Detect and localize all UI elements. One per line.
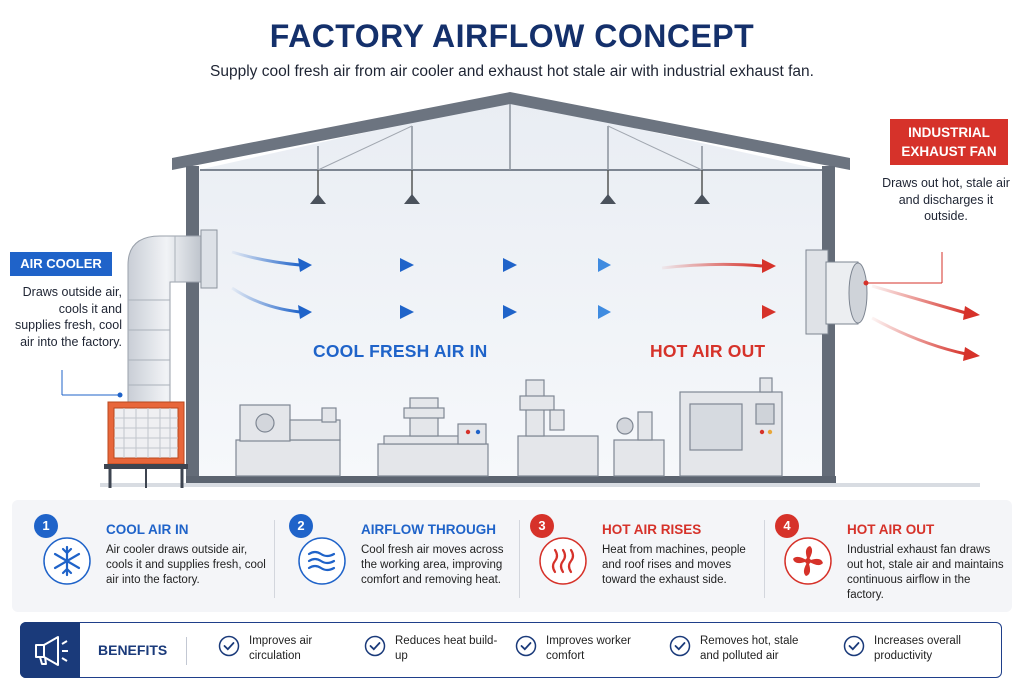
- step-number: 1: [34, 514, 58, 538]
- wind-waves-icon: [298, 537, 346, 585]
- step-cool-air-in: 1 COOL AIR IN Air cooler draws outside a…: [34, 500, 266, 612]
- check-circle-icon: [669, 635, 691, 657]
- exhaust-fan-tag-line2: EXHAUST FAN: [901, 144, 997, 159]
- benefits-bar: BENEFITS Improves air circulation Reduce…: [20, 622, 1002, 678]
- divider: [519, 520, 520, 598]
- factory-machines: [235, 377, 783, 477]
- exhaust-fan-unit: [805, 249, 868, 335]
- step-text: Industrial exhaust fan draws out hot, st…: [847, 544, 1004, 601]
- exhaust-fan-tag-line1: INDUSTRIAL: [908, 125, 990, 140]
- air-cooler-tag: AIR COOLER: [10, 252, 112, 276]
- step-text: Air cooler draws outside air, cools it a…: [106, 544, 266, 586]
- step-title: HOT AIR OUT: [847, 522, 935, 537]
- page-subtitle: Supply cool fresh air from air cooler an…: [210, 63, 814, 80]
- divider: [764, 520, 765, 598]
- benefit-text: Increases overall productivity: [874, 635, 961, 662]
- hot-air-label: HOT AIR OUT: [650, 341, 766, 361]
- check-circle-icon: [843, 635, 865, 657]
- fan-icon: [784, 537, 832, 585]
- step-hot-air-rises: 3 HOT AIR RISES Heat from machines, peop…: [530, 500, 760, 612]
- benefit-text: Improves worker comfort: [546, 635, 631, 662]
- ceiling-lamps: [310, 170, 710, 204]
- divider: [186, 637, 187, 665]
- check-circle-icon: [218, 635, 240, 657]
- step-title: HOT AIR RISES: [602, 522, 702, 537]
- step-airflow-through: 2 AIRFLOW THROUGH Cool fresh air moves a…: [289, 500, 519, 612]
- step-title: COOL AIR IN: [106, 522, 189, 537]
- callout-leaders-red: [863, 252, 943, 286]
- step-number: 2: [289, 514, 313, 538]
- step-title: AIRFLOW THROUGH: [361, 522, 496, 537]
- exhaust-fan-tag: INDUSTRIAL EXHAUST FAN: [890, 119, 1008, 165]
- benefits-label: BENEFITS: [98, 642, 168, 658]
- airflow-arrows: [231, 250, 980, 361]
- snowflake-icon: [43, 537, 91, 585]
- heat-waves-icon: [539, 537, 587, 585]
- check-circle-icon: [364, 635, 386, 657]
- exhaust-fan-description: Draws out hot, stale air and discharges …: [882, 176, 1010, 223]
- check-circle-icon: [515, 635, 537, 657]
- page-title: FACTORY AIRFLOW CONCEPT: [269, 18, 755, 54]
- step-number: 4: [775, 514, 799, 538]
- factory-scene: [61, 92, 980, 488]
- callout-leaders: [61, 370, 123, 398]
- megaphone-icon-box: [20, 622, 80, 678]
- step-text: Heat from machines, people and roof rise…: [602, 544, 746, 586]
- cool-air-label: COOL FRESH AIR IN: [313, 341, 488, 361]
- benefit-text: Improves air circulation: [249, 635, 313, 662]
- step-text: Cool fresh air moves across the working …: [361, 544, 504, 586]
- process-steps: 1 COOL AIR IN Air cooler draws outside a…: [12, 500, 1012, 612]
- divider: [274, 520, 275, 598]
- air-cooler-unit: [104, 229, 218, 488]
- megaphone-icon: [35, 636, 68, 666]
- benefit-text: Reduces heat build-up: [395, 635, 498, 662]
- step-number: 3: [530, 514, 554, 538]
- factory-building: [100, 92, 980, 487]
- air-cooler-description: Draws outside air, cools it and supplies…: [14, 285, 122, 349]
- step-hot-air-out: 4 HOT AIR OUT Industrial exhaust fan dra…: [775, 500, 1005, 612]
- benefit-text: Removes hot, stale and polluted air: [700, 635, 799, 662]
